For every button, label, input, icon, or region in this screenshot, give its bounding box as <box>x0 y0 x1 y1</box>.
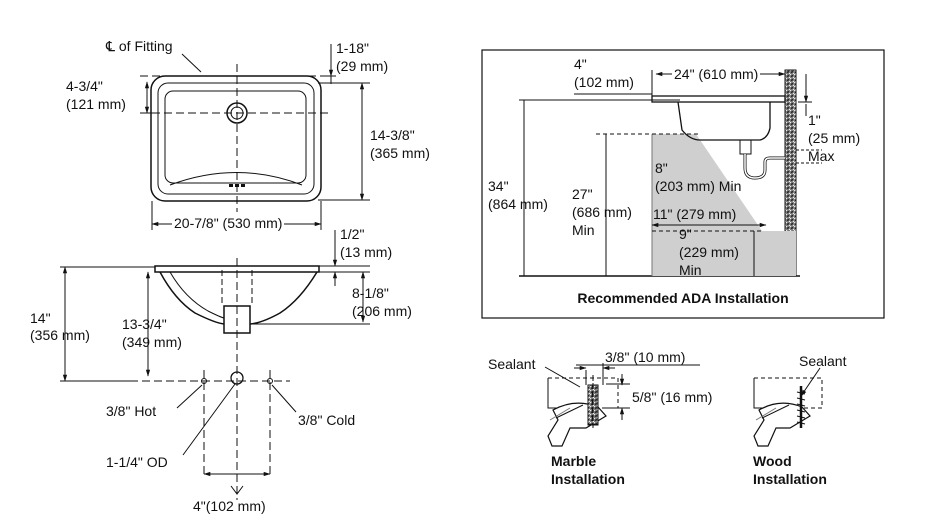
side-view-centerlines <box>130 258 290 500</box>
ada-clear-zone <box>651 134 796 276</box>
wood-title-line1: Wood <box>753 453 792 469</box>
rim-offset-mm: (29 mm) <box>336 58 389 74</box>
top-view-centerlines <box>140 64 330 212</box>
drain-height-inch: 13-3/4" <box>122 316 167 332</box>
ada-max-word: Max <box>808 148 835 164</box>
wood-sealant-label: Sealant <box>799 353 847 369</box>
ada-knee-inch: 27" <box>572 186 593 202</box>
centerline-text: of Fitting <box>118 38 173 54</box>
ada-knee-min: Min <box>572 222 595 238</box>
side-view-dimensions <box>60 230 370 495</box>
ada-frame <box>481 49 885 319</box>
ada-toe-a-inch: 8" <box>655 160 668 176</box>
basin-width: 20-7/8" (530 mm) <box>172 215 285 232</box>
ada-toe-a-mm: (203 mm) <box>655 178 715 194</box>
ada-dimensions <box>519 70 812 276</box>
ada-toe-a-min: Min <box>718 178 742 194</box>
ada-max-inch: 1" <box>808 112 821 128</box>
bolt-diameter-label: 3/8" (10 mm) <box>605 349 686 365</box>
marble-sealant-label: Sealant <box>488 356 536 372</box>
cold-supply-label: 3/8" Cold <box>298 412 356 428</box>
top-view-basin <box>150 75 322 202</box>
basin-length-inch: 14-3/8" <box>370 127 415 143</box>
supply-connections <box>176 371 297 456</box>
ada-offset-mm: (102 mm) <box>574 74 634 90</box>
bowl-depth-inch: 8-1/8" <box>352 285 389 301</box>
ada-height-inch: 34" <box>488 178 509 194</box>
rim-thickness-mm: (13 mm) <box>340 244 393 260</box>
marble-title-line2: Installation <box>551 471 625 487</box>
centerline-symbol: ℄ <box>106 38 115 54</box>
drain-od-label: 1-1/4" OD <box>106 454 168 470</box>
overall-height-inch: 14" <box>30 310 51 326</box>
bowl-depth-mm: (206 mm) <box>352 303 412 319</box>
ada-max-mm: (25 mm) <box>808 130 861 146</box>
overall-height-mm: (356 mm) <box>30 327 90 343</box>
wood-detail <box>753 367 823 447</box>
ada-knee-mm: (686 mm) <box>572 204 632 220</box>
rim-thickness-inch: 1/2" <box>340 226 365 242</box>
ada-offset-inch: 4" <box>574 56 587 72</box>
rim-offset-inch: 1-18" <box>336 40 369 56</box>
drain-height-mm: (349 mm) <box>122 334 182 350</box>
ada-toe-c-mm: (229 mm) <box>679 244 739 260</box>
drain-offset-mm: (121 mm) <box>66 96 126 112</box>
centerline-label: ℄ of Fitting <box>106 38 173 55</box>
ada-height-mm: (864 mm) <box>488 196 548 212</box>
wood-title-line2: Installation <box>753 471 827 487</box>
ada-depth: 24" (610 mm) <box>672 66 761 83</box>
hot-supply-label: 3/8" Hot <box>106 403 157 419</box>
ada-toe-c-inch: 9" <box>679 226 692 242</box>
marble-title-line1: Marble <box>551 453 597 469</box>
drain-offset-inch: 4-3/4" <box>66 78 103 94</box>
marble-detail <box>544 363 700 447</box>
supply-spacing-label: 4"(102 mm) <box>193 498 266 514</box>
basin-length-mm: (365 mm) <box>370 145 430 161</box>
ada-caption: Recommended ADA Installation <box>577 290 789 306</box>
ada-toe-c-min: Min <box>679 262 702 278</box>
ada-toe-b: 11" (279 mm) <box>653 206 737 222</box>
ada-toe-a-value: (203 mm) Min <box>655 178 741 195</box>
bolt-depth-label: 5/8" (16 mm) <box>632 389 713 405</box>
